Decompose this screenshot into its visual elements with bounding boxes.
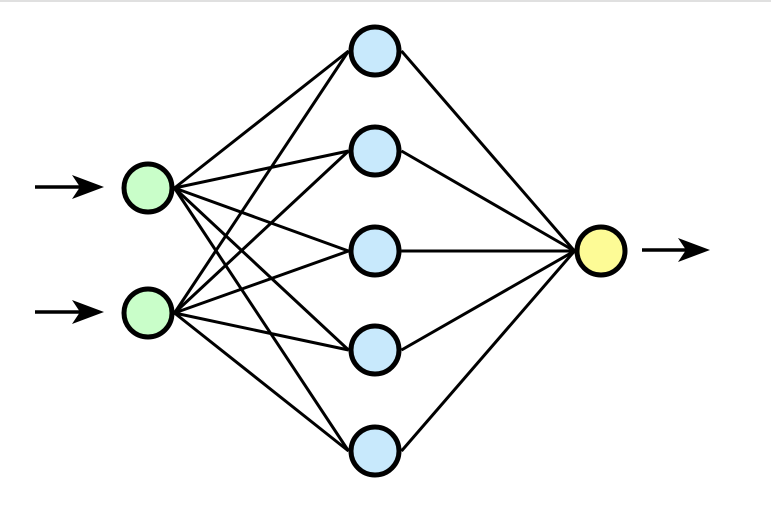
edge-input1-hidden5: [173, 187, 350, 452]
input-node-2: [121, 286, 175, 340]
hidden-node-4: [348, 323, 402, 377]
output-node-1: [574, 224, 628, 278]
edge-input2-hidden1: [173, 50, 350, 314]
output-arrow-1-head-icon: [678, 238, 710, 262]
edge-hidden4-output1: [400, 249, 576, 352]
edge-input2-hidden5: [173, 311, 350, 453]
hidden-node-2: [348, 124, 402, 178]
edge-input1-hidden4: [173, 186, 350, 352]
input-arrow-2-head-icon: [72, 300, 104, 324]
edge-input2-hidden4: [174, 311, 349, 352]
hidden-node-5: [348, 424, 402, 478]
edge-hidden2-output1: [400, 149, 576, 253]
top-border-line: [0, 0, 771, 2]
edge-input2-hidden3: [173, 249, 350, 315]
input-arrow-1-head-icon: [72, 175, 104, 199]
edge-hidden5-output1: [400, 250, 576, 452]
edge-input1-hidden3: [173, 186, 350, 253]
edge-input1-hidden2: [174, 149, 349, 190]
edge-input1-hidden1: [173, 49, 350, 190]
hidden-node-3: [348, 224, 402, 278]
input-node-1: [121, 161, 175, 215]
edge-hidden1-output1: [400, 50, 576, 252]
edge-input2-hidden2: [173, 149, 350, 315]
hidden-node-1: [348, 24, 402, 78]
